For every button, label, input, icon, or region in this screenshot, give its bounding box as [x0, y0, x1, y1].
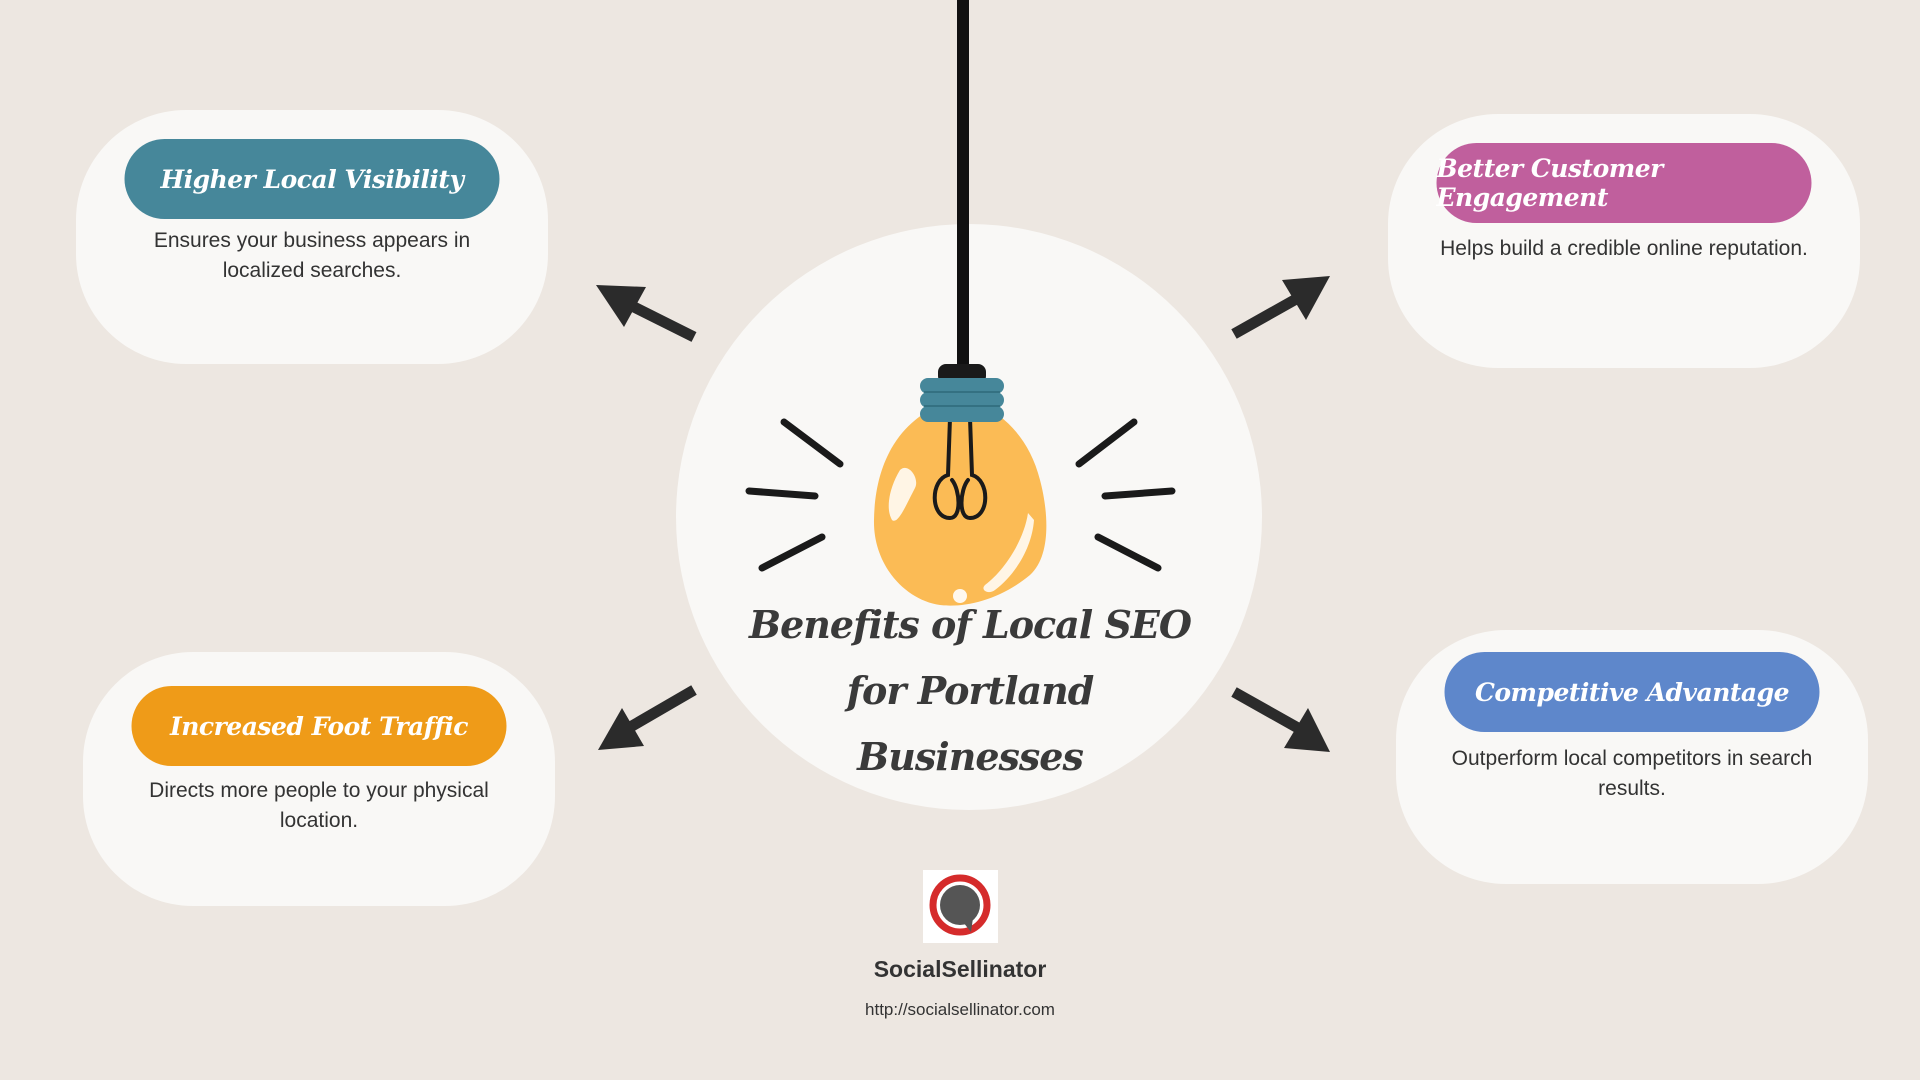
benefit-description: Helps build a credible online reputation… — [1440, 237, 1808, 260]
arrow-icon — [598, 685, 697, 750]
benefit-description: Directs more people to your physical loc… — [149, 779, 489, 832]
light-bulb-icon — [745, 364, 1176, 606]
arrow-icon — [1231, 687, 1330, 752]
benefit-card-increased-foot-traffic: Increased Foot Traffic Directs more peop… — [83, 652, 555, 906]
benefit-card-better-customer-engagement: Better Customer Engagement Helps build a… — [1388, 114, 1860, 368]
brand-name: SocialSellinator — [873, 956, 1047, 982]
benefit-heading: Higher Local Visibility — [124, 139, 500, 219]
arrow-icon — [596, 285, 697, 342]
benefit-card-higher-local-visibility: Higher Local Visibility Ensures your bus… — [76, 110, 548, 364]
benefit-heading: Competitive Advantage — [1444, 652, 1820, 732]
benefit-heading: Better Customer Engagement — [1436, 143, 1812, 223]
benefit-card-competitive-advantage: Competitive Advantage Outperform local c… — [1396, 630, 1868, 884]
benefit-description: Ensures your business appears in localiz… — [153, 229, 471, 282]
benefit-heading: Increased Foot Traffic — [131, 686, 507, 766]
arrow-icon — [1231, 276, 1330, 339]
logo — [923, 870, 998, 943]
socialsellinator-logo-icon — [929, 874, 991, 936]
bulb-cord — [957, 0, 969, 375]
brand-url[interactable]: http://socialsellinator.com — [865, 1000, 1055, 1019]
diagram-title: Benefits of Local SEO for Portland Busin… — [749, 602, 1192, 779]
benefit-description: Outperform local competitors in search r… — [1451, 747, 1813, 800]
